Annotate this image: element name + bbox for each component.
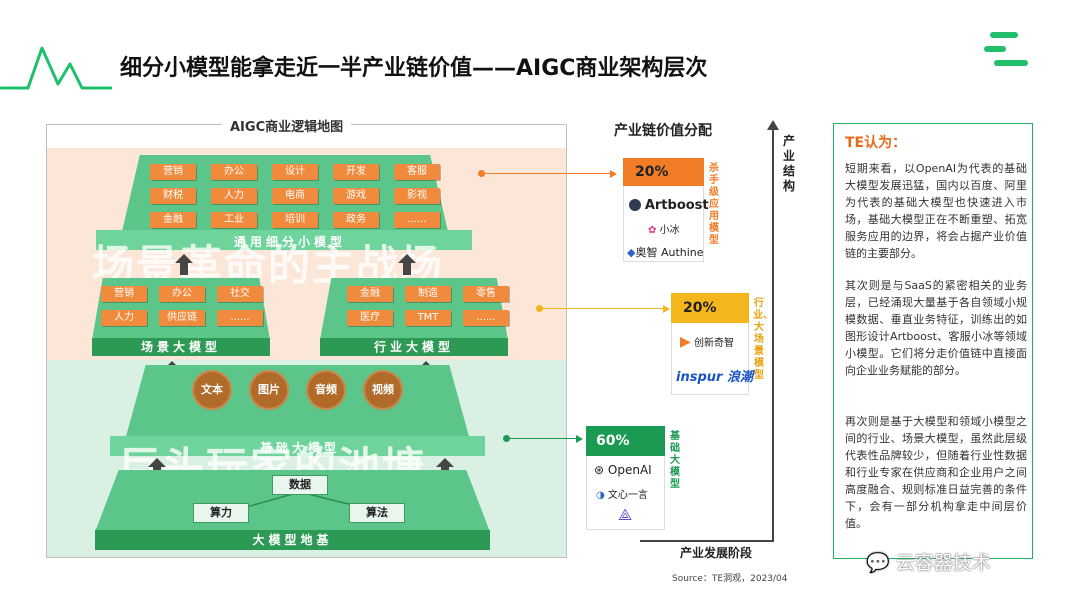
- industry-chip: TMT: [405, 310, 451, 326]
- arrow-up-icon: [436, 458, 454, 467]
- base-label: 大模型地基: [95, 530, 490, 550]
- arrow-up-icon: [175, 254, 193, 263]
- connector-line: [485, 173, 610, 174]
- app-chip: 影视: [394, 188, 440, 204]
- app-layer-label: 通用细分小模型: [233, 235, 346, 249]
- y-axis-label: 产业结构: [782, 134, 795, 193]
- brand-openai: ⊛ OpenAI: [594, 463, 652, 477]
- connector-arrow-icon: [610, 170, 617, 178]
- connector-line: [510, 438, 576, 439]
- app-chip: 营销: [150, 164, 196, 180]
- value-chain-heading: 产业链价值分配: [614, 123, 712, 139]
- foundation-bar: [110, 436, 485, 456]
- foundation-label: 基础大模型: [259, 441, 340, 455]
- footer-watermark-text: 云容器技术: [895, 552, 991, 574]
- pulse-line-icon: [0, 46, 112, 90]
- arrow-up-icon: [148, 458, 166, 467]
- app-chip: 政务: [333, 212, 379, 228]
- brand-authine: ◆奥智 Authine: [627, 246, 704, 259]
- app-chip: 办公: [211, 164, 257, 180]
- app-chip: 培训: [272, 212, 318, 228]
- scene-chip: 供应链: [159, 310, 205, 326]
- app-chip: ......: [394, 212, 440, 228]
- app-chip: 客服: [394, 164, 440, 180]
- industry-chip: 金融: [347, 286, 393, 302]
- logic-map-caption: AIGC商业逻辑地图: [222, 116, 352, 135]
- base-compute-box: 算力: [193, 503, 249, 523]
- scene-chip: ......: [217, 310, 263, 326]
- modality-circle: 视频: [363, 370, 403, 410]
- industry-model-label: 行业大模型: [320, 338, 508, 356]
- app-chip: 财税: [150, 188, 196, 204]
- base-algorithm-box: 算法: [349, 503, 405, 523]
- app-chip: 游戏: [333, 188, 379, 204]
- app-layer-bar: [96, 230, 472, 250]
- y-axis-arrow-icon: [767, 120, 779, 130]
- tier-label-apps: 杀手级应用模型: [709, 163, 719, 246]
- brand-ainnovation: ▶ 创新奇智: [680, 334, 734, 350]
- base-data-box: 数据: [272, 475, 328, 495]
- x-axis-label: 产业发展阶段: [680, 546, 753, 560]
- scene-model-label: 场景大模型: [92, 338, 270, 356]
- te-paragraph-2: 其次则是与SaaS的紧密相关的业务层，已经涌现大量基于各自领域小规模数据、垂直业…: [845, 279, 1027, 377]
- brand-inspur: inspur 浪潮: [676, 370, 753, 385]
- industry-chip: 医疗: [347, 310, 393, 326]
- scene-chip: 营销: [101, 286, 147, 302]
- tier-percent-apps: 20%: [623, 158, 704, 186]
- brand-artboost: Artboost: [629, 198, 709, 213]
- brand-wenxin: ◑ 文心一言: [596, 490, 648, 501]
- source-note: Source：TE洞观，2023/04: [672, 574, 788, 584]
- connector-arrow-icon: [576, 435, 583, 443]
- modality-circle: 图片: [249, 370, 289, 410]
- app-chip: 电商: [272, 188, 318, 204]
- footer-watermark: 💬 云容器技术: [866, 548, 991, 575]
- y-axis-line: [772, 128, 774, 541]
- modality-circle: 文本: [192, 370, 232, 410]
- te-paragraph-1: 短期来看，以OpenAI为代表的基础大模型发展迅猛，国内以百度、阿里为代表的基础…: [845, 162, 1027, 260]
- brand-logo-icon: [984, 32, 1028, 68]
- te-panel-title: TE认为：: [845, 135, 907, 151]
- industry-chip: 零售: [463, 286, 509, 302]
- app-chip: 金融: [150, 212, 196, 228]
- connector-dot: [503, 435, 510, 442]
- page-title: 细分小模型能拿走近一半产业链价值——AIGC商业架构层次: [120, 56, 708, 81]
- arrow-stem: [180, 263, 188, 275]
- connector-arrow-icon: [663, 305, 670, 313]
- arrow-stem: [403, 263, 411, 275]
- connector-dot: [478, 170, 485, 177]
- connector-line: [543, 308, 663, 309]
- scene-chip: 办公: [159, 286, 205, 302]
- chat-bubble-icon: 💬: [866, 552, 890, 574]
- arrow-up-icon: [398, 254, 416, 263]
- app-chip: 开发: [333, 164, 379, 180]
- app-chip: 工业: [211, 212, 257, 228]
- foundation-plate: [125, 365, 470, 440]
- tier-label-industry: 行业、大场景模型: [753, 298, 773, 381]
- te-panel: [833, 123, 1033, 559]
- modality-circle: 音频: [306, 370, 346, 410]
- brand-tongyi-icon: ⟁: [618, 505, 633, 524]
- tier-percent-industry: 20%: [671, 293, 749, 323]
- tier-percent-foundation: 60%: [586, 426, 665, 456]
- app-chip: 人力: [211, 188, 257, 204]
- app-chip: 设计: [272, 164, 318, 180]
- scene-chip: 人力: [101, 310, 147, 326]
- industry-chip: 制造: [405, 286, 451, 302]
- te-paragraph-3: 再次则是基于大模型和领域小模型之间的行业、场景大模型，虽然此层级代表性品牌较少，…: [845, 415, 1027, 530]
- x-axis-line: [640, 540, 774, 542]
- industry-chip: ......: [463, 310, 509, 326]
- brand-xiaoice: ✿ 小冰: [648, 225, 680, 236]
- scene-chip: 社交: [217, 286, 263, 302]
- connector-dot: [536, 305, 543, 312]
- tier-label-foundation: 基础大模型: [670, 431, 680, 490]
